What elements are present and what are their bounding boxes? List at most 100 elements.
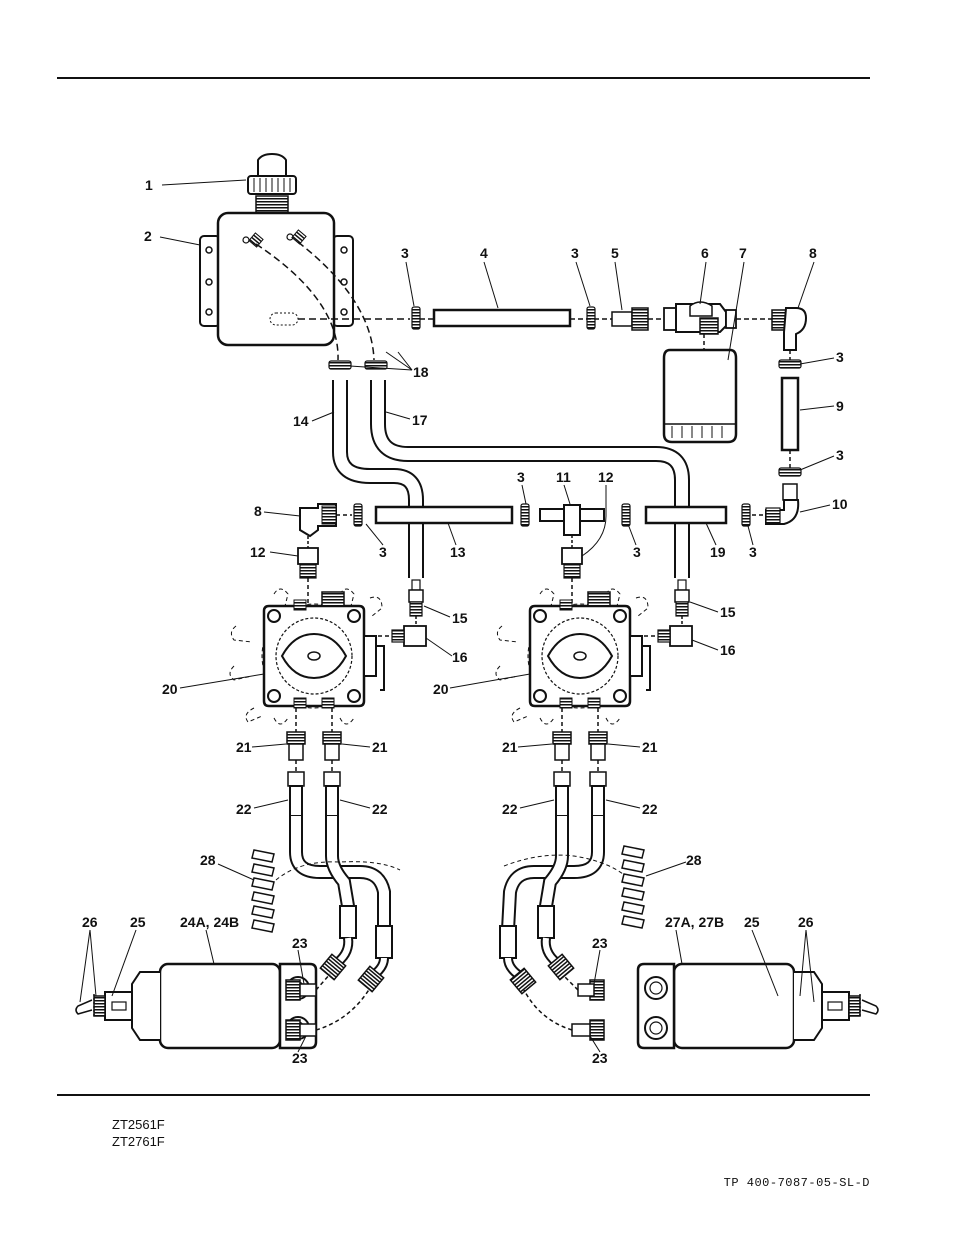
callout: 9 xyxy=(836,398,844,414)
callout: 8 xyxy=(254,503,262,519)
callout: 23 xyxy=(592,935,608,951)
callout: 25 xyxy=(744,914,760,930)
hose-barb-fitting xyxy=(611,307,649,331)
callout: 3 xyxy=(517,469,525,485)
callout: 3 xyxy=(836,447,844,463)
callout: 3 xyxy=(633,544,641,560)
callout: 3 xyxy=(379,544,387,560)
hose-clamp xyxy=(520,503,530,527)
hose-clamp xyxy=(741,503,751,527)
leader-lines xyxy=(79,179,835,1053)
callout: 17 xyxy=(412,412,428,428)
fitting-15-left xyxy=(408,579,424,617)
fuel-hose-4 xyxy=(432,308,572,328)
hose-19 xyxy=(644,505,728,525)
document-reference: TP 400-7087-05-SL-D xyxy=(723,1176,870,1190)
elbow-fitting-8 xyxy=(771,307,808,351)
hose-13 xyxy=(374,505,514,525)
callout: 25 xyxy=(130,914,146,930)
callout: 20 xyxy=(162,681,178,697)
callout: 16 xyxy=(720,642,736,658)
elbow-16-right xyxy=(657,616,693,647)
callout: 23 xyxy=(292,935,308,951)
callout: 7 xyxy=(739,245,747,261)
callout: 21 xyxy=(642,739,658,755)
callout: 3 xyxy=(571,245,579,261)
fitting-21 xyxy=(322,731,342,761)
hydraulic-pump-left xyxy=(228,587,386,726)
callout: 11 xyxy=(556,469,571,485)
motor-fittings-right xyxy=(523,975,605,1041)
hose-crimp xyxy=(339,905,357,939)
callout: 23 xyxy=(592,1050,608,1066)
fuel-hose-9 xyxy=(780,376,800,452)
callout: 3 xyxy=(401,245,409,261)
callout-labels: 1 2 3 4 3 5 6 7 8 3 9 3 10 18 14 17 3 11… xyxy=(82,177,848,1066)
hose-clamp xyxy=(778,359,802,369)
hose-end-swivel xyxy=(357,965,385,993)
callout: 20 xyxy=(433,681,449,697)
callout: 15 xyxy=(720,604,736,620)
fitting-21 xyxy=(588,731,608,761)
hose-crimp xyxy=(499,925,517,959)
motor-fittings-left xyxy=(285,973,371,1041)
callout: 12 xyxy=(598,469,614,485)
callout: 19 xyxy=(710,544,726,560)
fuel-tank xyxy=(199,211,410,361)
callout: 5 xyxy=(611,245,619,261)
wheel-motor-right xyxy=(636,962,862,1050)
hose-end-swivel xyxy=(547,953,575,981)
fitting-12-right xyxy=(561,535,583,604)
cotter-pin-right xyxy=(859,994,879,1018)
elbow-16-left xyxy=(391,616,427,647)
hose-end xyxy=(553,771,571,817)
callout: 21 xyxy=(236,739,252,755)
callout: 18 xyxy=(413,364,429,380)
callout: 23 xyxy=(292,1050,308,1066)
hose-clamp xyxy=(621,503,631,527)
elbow-fitting-8b xyxy=(299,503,337,538)
hose-guard-left xyxy=(251,849,275,933)
hose-end xyxy=(323,771,341,817)
hydraulic-hoses-right xyxy=(501,816,631,931)
callout: 28 xyxy=(686,852,702,868)
callout: 26 xyxy=(82,914,98,930)
hose-crimp xyxy=(537,905,555,939)
callout: 14 xyxy=(293,413,309,429)
fitting-21 xyxy=(552,731,572,761)
callout: 3 xyxy=(836,349,844,365)
wheel-motor-left xyxy=(92,962,318,1050)
callout: 26 xyxy=(798,914,814,930)
hose-guard-right xyxy=(621,845,645,929)
fuel-filter-canister xyxy=(662,348,738,444)
callout: 13 xyxy=(450,544,466,560)
fitting-21 xyxy=(286,731,306,761)
callout: 24A, 24B xyxy=(180,914,239,930)
callout: 22 xyxy=(642,801,658,817)
callout: 4 xyxy=(480,245,488,261)
callout: 6 xyxy=(701,245,709,261)
bottom-rule xyxy=(57,1094,870,1096)
fitting-15-right xyxy=(674,579,690,617)
hose-end xyxy=(287,771,305,817)
hose-clamp xyxy=(411,306,421,330)
hose-clamp xyxy=(353,503,363,527)
callout: 22 xyxy=(372,801,388,817)
callout: 12 xyxy=(250,544,266,560)
callout: 16 xyxy=(452,649,468,665)
callout: 22 xyxy=(502,801,518,817)
callout: 27A, 27B xyxy=(665,914,724,930)
fuel-filter-head xyxy=(663,301,737,335)
hose-clamp xyxy=(586,306,596,330)
callout: 2 xyxy=(144,228,152,244)
hose-clamp xyxy=(328,360,352,370)
hose-end-swivel xyxy=(319,953,347,981)
hose-clamp xyxy=(778,467,802,477)
callout: 21 xyxy=(372,739,388,755)
fuel-cap xyxy=(247,152,297,215)
callout: 10 xyxy=(832,496,848,512)
cotter-pin-left xyxy=(75,994,95,1018)
callout: 22 xyxy=(236,801,252,817)
model-number: ZT2761F xyxy=(112,1134,165,1149)
